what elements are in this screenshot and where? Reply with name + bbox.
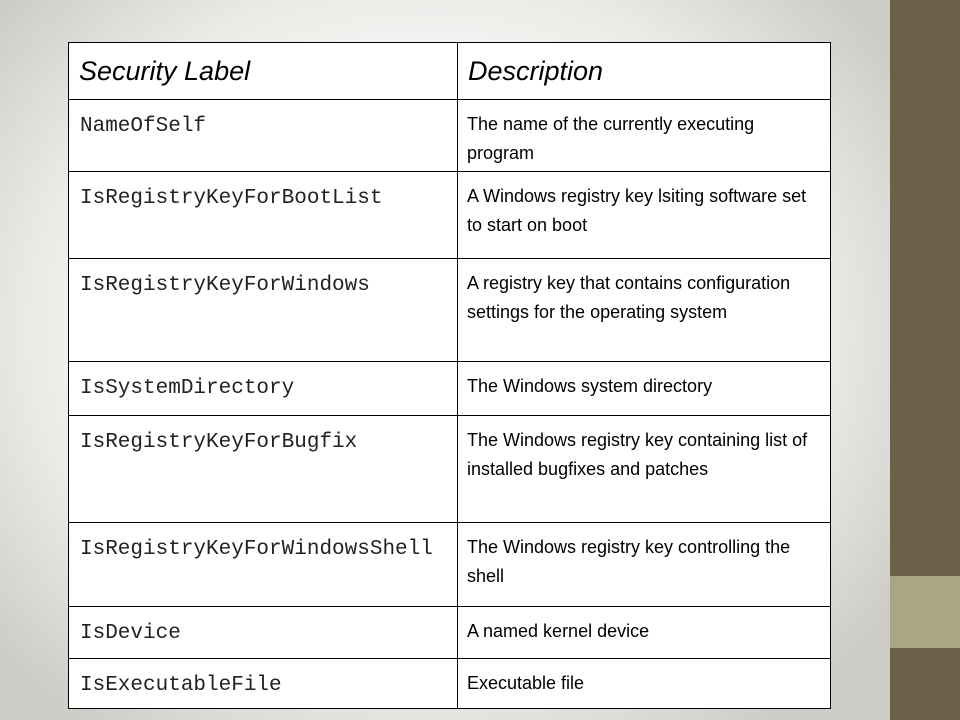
table-row: IsRegistryKeyForBugfix The Windows regis… [68, 415, 831, 523]
row-description: The Windows system directory [457, 361, 831, 416]
table-header-row: Security Label Description [68, 42, 831, 100]
row-label: NameOfSelf [68, 99, 458, 172]
table-row: IsRegistryKeyForWindowsShell The Windows… [68, 522, 831, 607]
table-row: IsRegistryKeyForBootList A Windows regis… [68, 171, 831, 259]
row-description: The Windows registry key containing list… [457, 415, 831, 523]
row-label: IsRegistryKeyForWindowsShell [68, 522, 458, 607]
table-row: IsDevice A named kernel device [68, 606, 831, 659]
row-label: IsRegistryKeyForBootList [68, 171, 458, 259]
row-description: The name of the currently executing prog… [457, 99, 831, 172]
row-description: A registry key that contains configurati… [457, 258, 831, 362]
row-label: IsRegistryKeyForBugfix [68, 415, 458, 523]
row-label: IsExecutableFile [68, 658, 458, 709]
row-description: A Windows registry key lsiting software … [457, 171, 831, 259]
table-row: NameOfSelf The name of the currently exe… [68, 99, 831, 172]
table-row: IsRegistryKeyForWindows A registry key t… [68, 258, 831, 362]
table-row: IsSystemDirectory The Windows system dir… [68, 361, 831, 416]
side-accent-block [890, 576, 960, 648]
row-description: Executable file [457, 658, 831, 709]
header-description: Description [457, 42, 831, 100]
row-label: IsDevice [68, 606, 458, 659]
row-label: IsSystemDirectory [68, 361, 458, 416]
row-label: IsRegistryKeyForWindows [68, 258, 458, 362]
header-security-label: Security Label [68, 42, 458, 100]
security-label-table: Security Label Description NameOfSelf Th… [68, 42, 831, 709]
security-label-table-container: Security Label Description NameOfSelf Th… [68, 42, 831, 709]
row-description: A named kernel device [457, 606, 831, 659]
row-description: The Windows registry key controlling the… [457, 522, 831, 607]
table-row: IsExecutableFile Executable file [68, 658, 831, 709]
